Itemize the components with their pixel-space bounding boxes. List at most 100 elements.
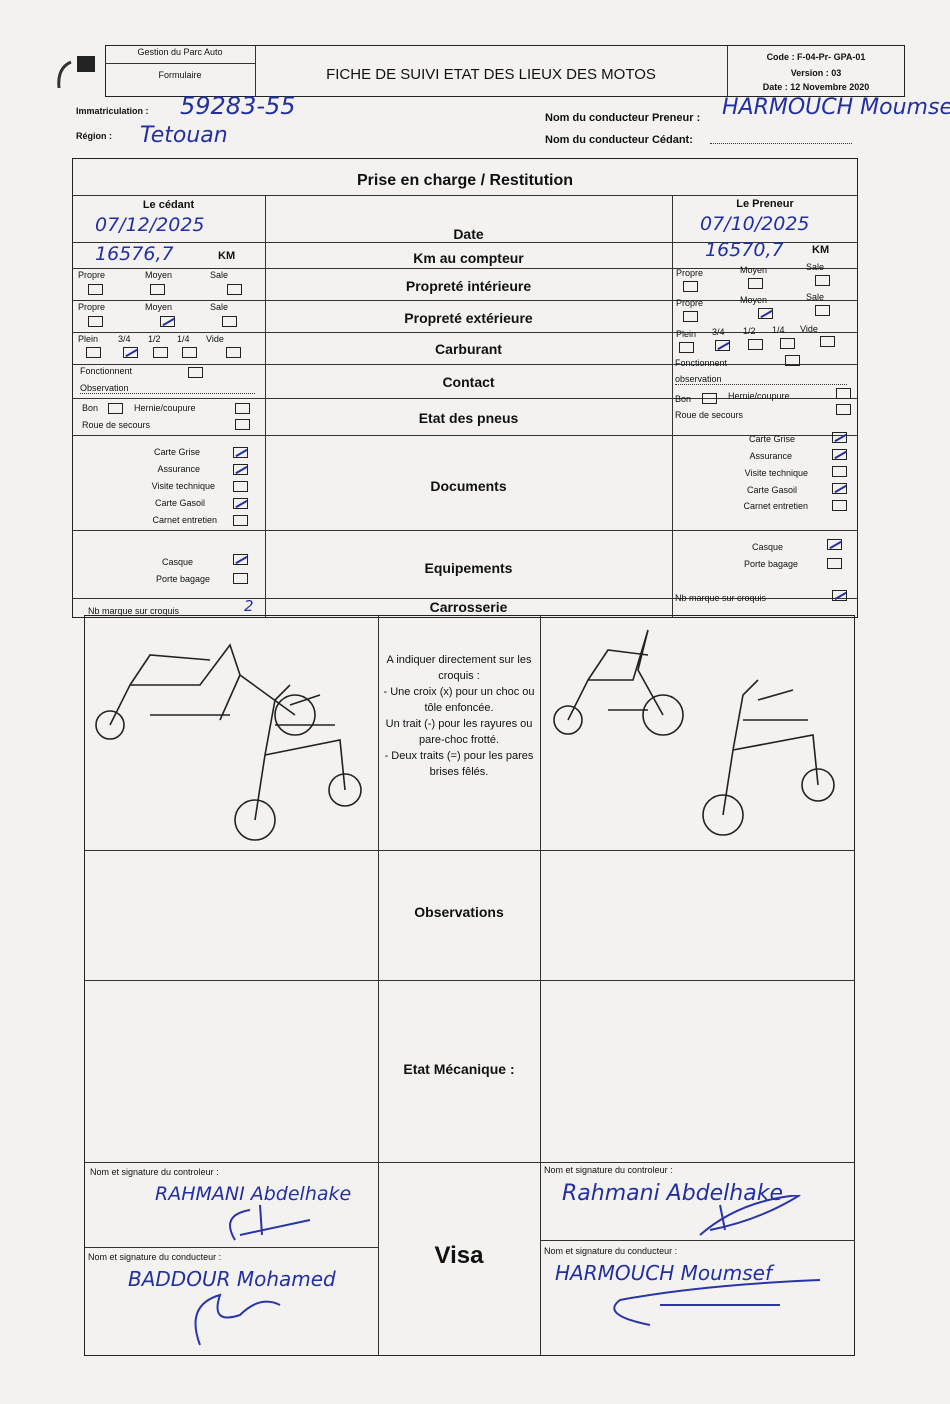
- preneur-date-value: 07/10/2025: [700, 213, 810, 235]
- preneur-fuel-1-2-checkbox[interactable]: [748, 339, 763, 350]
- preneur-doc-carte-grise-checkbox[interactable]: [832, 432, 847, 443]
- cedant-roue-label: Roue de secours: [82, 420, 151, 430]
- header-version: Version : 03: [790, 68, 842, 78]
- instruction-line: - Deux traits (=) pour les pares brises …: [384, 750, 534, 778]
- cedant-porte-bagage-checkbox[interactable]: [233, 573, 248, 584]
- cedant-roue-checkbox[interactable]: [235, 419, 250, 430]
- preneur-doc-gasoil-checkbox[interactable]: [832, 483, 847, 494]
- cedant-doc-gasoil-label: Carte Gasoil: [154, 498, 205, 508]
- document-title: FICHE DE SUIVI ETAT DES LIEUX DES MOTOS: [326, 66, 656, 83]
- preneur-casque-checkbox[interactable]: [827, 539, 842, 550]
- header-type: Formulaire: [158, 70, 202, 80]
- cedant-int-sale-checkbox[interactable]: [227, 284, 242, 295]
- cedant-doc-carte-grise-label: Carte Grise: [153, 447, 200, 457]
- preneur-hernie-checkbox[interactable]: [836, 388, 851, 399]
- preneur-int-propre-checkbox[interactable]: [683, 281, 698, 292]
- preneur-pneu-bon-checkbox[interactable]: [702, 393, 717, 404]
- preneur-doc-carnet-checkbox[interactable]: [832, 500, 847, 511]
- instruction-line: Un trait (-) pour les rayures ou pare-ch…: [385, 718, 533, 746]
- instruction-line: A indiquer directement sur les croquis :: [386, 654, 532, 682]
- cedant-nb-marque-value: 2: [244, 597, 254, 615]
- preneur-ext-moyen-checkbox[interactable]: [758, 308, 773, 319]
- cedant-casque-label: Casque: [161, 557, 193, 567]
- cedant-contact-checkbox[interactable]: [188, 367, 203, 378]
- cedant-doc-carnet-checkbox[interactable]: [233, 515, 248, 526]
- preneur-fuel-1-2-label: 1/2: [743, 326, 756, 336]
- preneur-doc-assurance-label: Assurance: [749, 451, 792, 461]
- cedant-doc-assurance-label: Assurance: [157, 464, 200, 474]
- cedant-doc-carte-grise-checkbox[interactable]: [233, 447, 248, 458]
- preneur-contact-label: Fonctionnent: [675, 358, 728, 368]
- cedant-ext-sale-checkbox[interactable]: [222, 316, 237, 327]
- preneur-label: Nom du conducteur Preneur :: [545, 112, 701, 124]
- preneur-nb-marque-checkbox[interactable]: [832, 590, 847, 601]
- croquis-instructions: A indiquer directement sur les croquis :…: [381, 652, 537, 780]
- cedant-pneu-bon-checkbox[interactable]: [108, 403, 123, 414]
- cedant-fuel-1-4-checkbox[interactable]: [182, 347, 197, 358]
- cedant-int-moyen-label: Moyen: [145, 270, 173, 280]
- preneur-fuel-vide-checkbox[interactable]: [820, 336, 835, 347]
- preneur-ext-propre-label: Propre: [676, 298, 704, 308]
- cedant-fuel-1-2-label: 1/2: [148, 334, 161, 344]
- preneur-fuel-1-4-checkbox[interactable]: [780, 338, 795, 349]
- preneur-int-propre-label: Propre: [676, 268, 704, 278]
- preneur-motorcycle-sketches: [553, 629, 835, 836]
- header-box: [105, 45, 905, 97]
- cedant-pneu-bon-label: Bon: [82, 403, 99, 413]
- region-value: Tetouan: [140, 123, 228, 148]
- preneur-ext-propre-checkbox[interactable]: [683, 311, 698, 322]
- preneur-header: Le Preneur: [736, 198, 794, 210]
- preneur-doc-carte-grise-label: Carte Grise: [748, 434, 795, 444]
- cedant-fuel-3-4-label: 3/4: [118, 334, 131, 344]
- cedant-fuel-3-4-checkbox[interactable]: [123, 347, 138, 358]
- cedant-int-propre-label: Propre: [78, 270, 106, 280]
- condition-table: [72, 158, 858, 618]
- cedant-km-unit: KM: [218, 250, 236, 262]
- cedant-doc-visite-checkbox[interactable]: [233, 481, 248, 492]
- preneur-doc-visite-checkbox[interactable]: [832, 466, 847, 477]
- preneur-int-moyen-checkbox[interactable]: [748, 278, 763, 289]
- preneur-ext-sale-checkbox[interactable]: [815, 305, 830, 316]
- cedant-ext-moyen-checkbox[interactable]: [160, 316, 175, 327]
- cedant-ext-propre-label: Propre: [78, 302, 106, 312]
- preneur-fuel-plein-checkbox[interactable]: [679, 342, 694, 353]
- preneur-km-unit: KM: [812, 244, 830, 256]
- cedant-int-sale-label: Sale: [210, 270, 229, 280]
- preneur-fuel-3-4-checkbox[interactable]: [715, 340, 730, 351]
- cedant-motorcycle-sketches: [95, 643, 362, 841]
- cedant-doc-gasoil-checkbox[interactable]: [233, 498, 248, 509]
- cedant-fuel-vide-checkbox[interactable]: [226, 347, 241, 358]
- cedant-date-value: 07/12/2025: [95, 214, 205, 236]
- preneur-contact-checkbox[interactable]: [785, 355, 800, 366]
- company-logo: [55, 48, 105, 93]
- header-org: Gestion du Parc Auto: [137, 47, 223, 57]
- cedant-contact-label: Fonctionnent: [80, 366, 133, 376]
- row-pneus: Etat des pneus: [418, 410, 519, 426]
- cedant-int-propre-checkbox[interactable]: [88, 284, 103, 295]
- preneur-int-moyen-label: Moyen: [740, 265, 768, 275]
- cedant-header: Le cédant: [142, 199, 195, 211]
- preneur-roue-checkbox[interactable]: [836, 404, 851, 415]
- observations-label: Observations: [414, 904, 504, 920]
- row-contact: Contact: [442, 374, 495, 390]
- cedant-doc-assurance-checkbox[interactable]: [233, 464, 248, 475]
- row-proprete-interieure: Propreté intérieure: [405, 278, 532, 294]
- header-date: Date : 12 Novembre 2020: [762, 82, 870, 92]
- preneur-doc-assurance-checkbox[interactable]: [832, 449, 847, 460]
- preneur-pneu-bon-label: Bon: [675, 394, 692, 404]
- cedant-fuel-1-2-checkbox[interactable]: [153, 347, 168, 358]
- preneur-porte-bagage-checkbox[interactable]: [827, 558, 842, 569]
- preneur-int-sale-checkbox[interactable]: [815, 275, 830, 286]
- cedant-casque-checkbox[interactable]: [233, 554, 248, 565]
- etat-mecanique-label: Etat Mécanique :: [403, 1061, 515, 1077]
- cedant-int-moyen-checkbox[interactable]: [150, 284, 165, 295]
- cedant-doc-carnet-label: Carnet entretien: [152, 515, 217, 525]
- cedant-hernie-checkbox[interactable]: [235, 403, 250, 414]
- cedant-nb-marque-label: Nb marque sur croquis: [88, 606, 180, 616]
- cedant-ext-propre-checkbox[interactable]: [88, 316, 103, 327]
- cedant-fuel-plein-checkbox[interactable]: [86, 347, 101, 358]
- preneur-roue-label: Roue de secours: [675, 410, 744, 420]
- table-title: Prise en charge / Restitution: [356, 172, 574, 189]
- preneur-hernie-label: Hernie/coupure: [728, 391, 790, 401]
